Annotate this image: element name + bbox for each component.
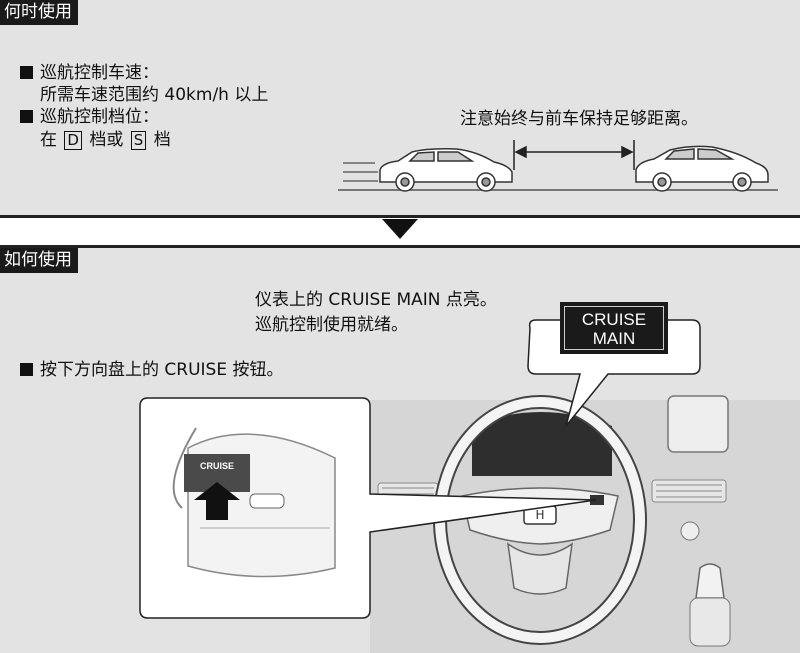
steering-wheel-illustration: H — [139, 319, 800, 653]
when-to-use-panel: 何时使用 巡航控制车速： 所需车速范围约 40km/h 以上 巡航控制档位： 在… — [0, 0, 800, 218]
distance-note: 注意始终与前车保持足够距离。 — [460, 109, 698, 129]
gear-condition-title-text: 巡航控制档位： — [40, 107, 159, 127]
car-icon — [635, 145, 769, 192]
indicator-line-1: 仪表上的 CRUISE MAIN 点亮。 — [255, 290, 497, 310]
speed-condition-title-text: 巡航控制车速： — [40, 63, 159, 83]
cruise-button[interactable]: CRUISE — [184, 455, 250, 477]
speed-lines-icon — [343, 162, 378, 182]
how-to-use-tag: 如何使用 — [0, 248, 78, 273]
up-arrow-icon — [194, 482, 240, 520]
down-triangle-icon — [382, 219, 418, 239]
gear-condition-detail: 在 D 档或 S 档 — [40, 129, 171, 151]
indicator-word-main: MAIN — [592, 329, 636, 348]
car-icon — [379, 148, 513, 192]
speed-condition-detail: 所需车速范围约 40km/h 以上 — [40, 85, 269, 105]
gear-s-badge: S — [130, 131, 147, 150]
speed-condition-title: 巡航控制车速： — [20, 62, 159, 84]
gear-condition-title: 巡航控制档位： — [20, 106, 159, 128]
gear-prefix: 在 — [40, 130, 57, 150]
following-distance-illustration — [338, 140, 778, 192]
bullet-icon — [20, 66, 33, 79]
cruise-button-label: CRUISE — [199, 461, 234, 471]
bullet-icon — [20, 110, 33, 123]
step-instruction: 按下方向盘上的 CRUISE 按钮。 — [20, 359, 283, 381]
gear-mid: 档或 — [89, 130, 124, 150]
gear-suffix: 档 — [153, 130, 171, 150]
distance-arrow-icon — [513, 140, 635, 170]
indicator-word-cruise: CRUISE — [581, 310, 647, 329]
step-instruction-text: 按下方向盘上的 CRUISE 按钮。 — [40, 360, 284, 380]
when-to-use-tag: 何时使用 — [0, 0, 78, 25]
cruise-main-indicator: CRUISE MAIN — [560, 302, 668, 354]
gear-d-badge: D — [64, 131, 82, 150]
bullet-icon — [20, 363, 33, 376]
how-to-use-panel: 如何使用 仪表上的 CRUISE MAIN 点亮。 巡航控制使用就绪。 按下方向… — [0, 245, 800, 653]
indicator-line-2: 巡航控制使用就绪。 — [255, 315, 408, 335]
svg-text:H: H — [535, 508, 544, 522]
